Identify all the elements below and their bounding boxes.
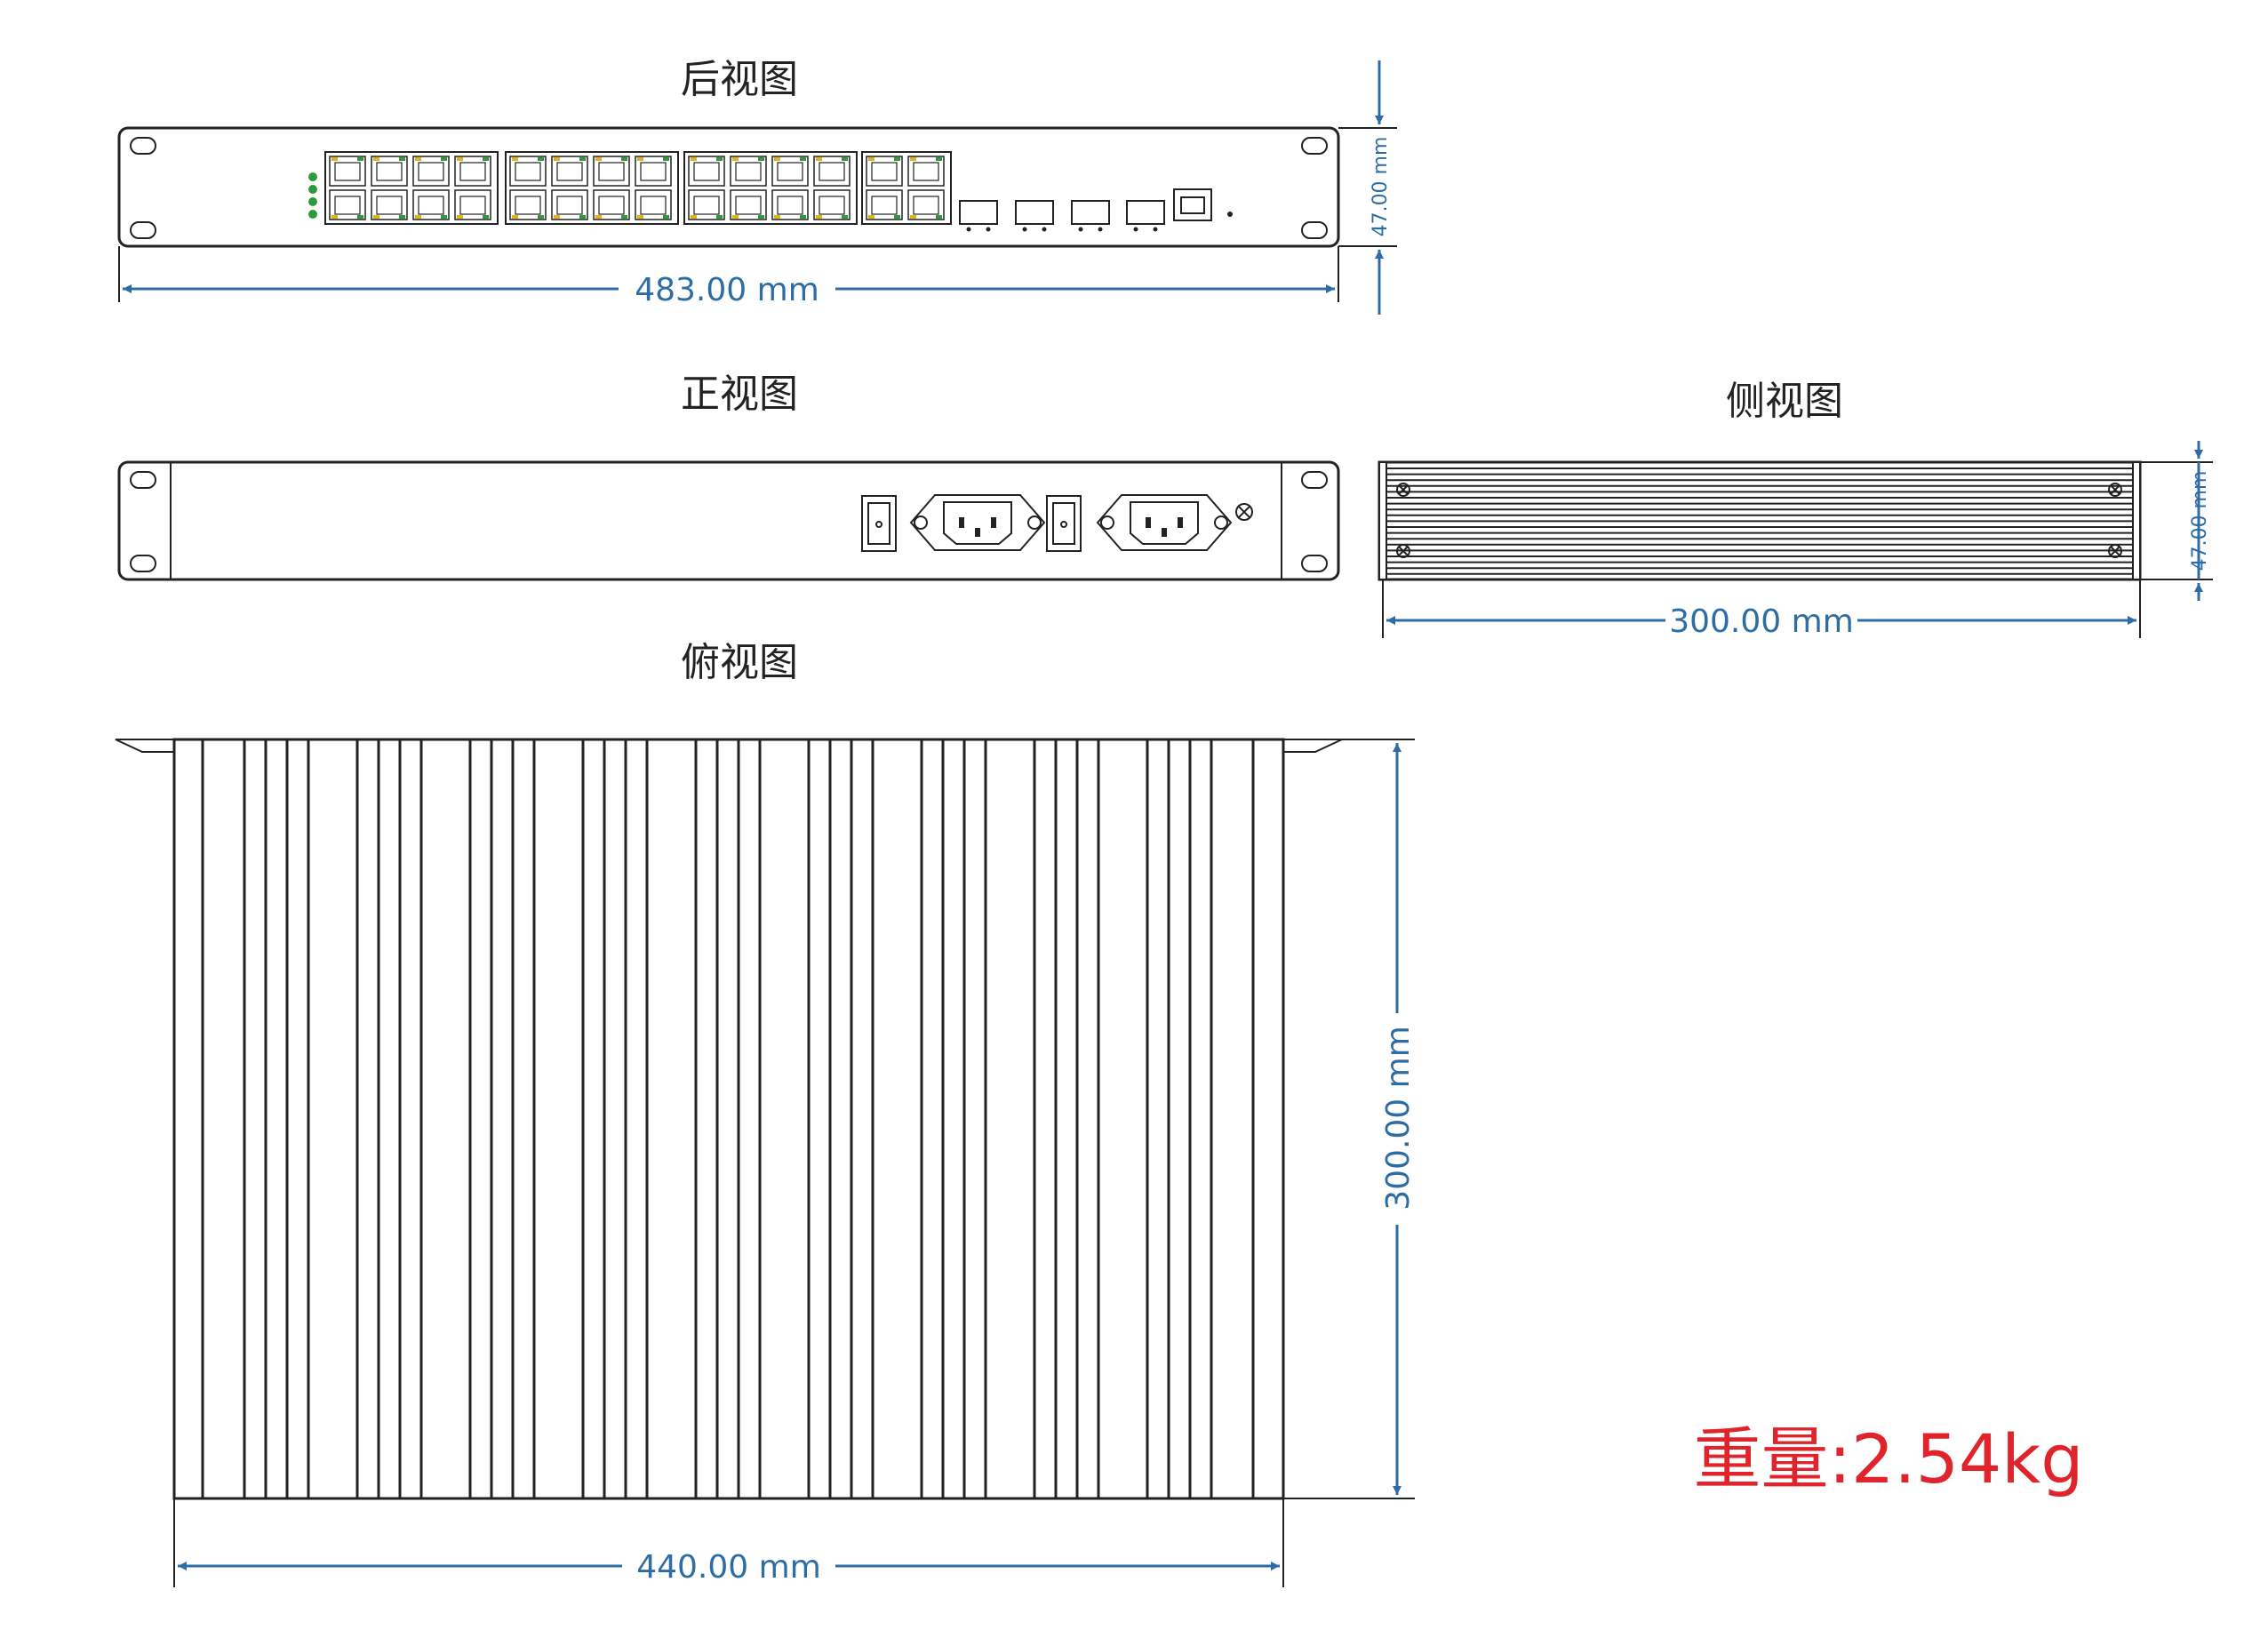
front-view-title: 正视图 bbox=[681, 372, 798, 417]
rj45-port bbox=[813, 156, 850, 187]
rj45-port bbox=[329, 189, 366, 220]
rj45-port bbox=[509, 156, 547, 187]
ground-screw-icon bbox=[1235, 503, 1253, 521]
rack-hole bbox=[1301, 555, 1328, 572]
rj45-port bbox=[454, 156, 491, 187]
status-led bbox=[308, 172, 317, 181]
top-view: 俯视图 440.00 mm 300.00 mm bbox=[115, 640, 1417, 1587]
sfp-port bbox=[1015, 200, 1054, 232]
rj45-port bbox=[454, 189, 491, 220]
status-led bbox=[308, 185, 317, 194]
rj45-port bbox=[412, 156, 450, 187]
status-led bbox=[308, 210, 317, 219]
power-switch bbox=[861, 495, 897, 552]
rack-hole bbox=[1301, 471, 1328, 489]
screw-icon bbox=[1396, 483, 1410, 497]
console-port bbox=[1173, 188, 1212, 221]
status-leds bbox=[308, 172, 317, 219]
rack-hole bbox=[1301, 221, 1328, 239]
rj45-port bbox=[730, 189, 767, 220]
port-bank bbox=[683, 151, 858, 225]
rj45-port-banks bbox=[324, 151, 952, 225]
rj45-port bbox=[688, 189, 725, 220]
ac-power-inlet bbox=[909, 494, 1046, 551]
status-led bbox=[308, 197, 317, 206]
rack-ear bbox=[115, 739, 175, 753]
rj45-port bbox=[635, 156, 672, 187]
heat-sink-fins bbox=[1386, 467, 2133, 575]
rj45-port bbox=[371, 189, 408, 220]
rack-hole bbox=[130, 555, 156, 572]
rj45-port bbox=[551, 156, 588, 187]
rear-width-label: 483.00 mm bbox=[635, 272, 819, 308]
rj45-port bbox=[688, 156, 725, 187]
top-chassis bbox=[172, 738, 1285, 1500]
sfp-port bbox=[1071, 200, 1110, 232]
sfp-port bbox=[959, 200, 998, 232]
screw-icon bbox=[1396, 544, 1410, 558]
ac-power-inlet bbox=[1096, 494, 1233, 551]
rj45-port bbox=[551, 189, 588, 220]
rack-hole bbox=[130, 221, 156, 239]
top-depth-label: 300.00 mm bbox=[1380, 1026, 1417, 1211]
rj45-port bbox=[813, 189, 850, 220]
port-bank bbox=[861, 151, 952, 225]
front-panel bbox=[117, 460, 1340, 581]
power-switch bbox=[1046, 495, 1082, 552]
rj45-port bbox=[593, 189, 630, 220]
screw-icon bbox=[2108, 483, 2122, 497]
rack-hole bbox=[130, 137, 156, 155]
rj45-port bbox=[635, 189, 672, 220]
rj45-port bbox=[771, 189, 809, 220]
console-port-inner bbox=[1180, 196, 1205, 214]
port-bank bbox=[324, 151, 499, 225]
side-view-title: 侧视图 bbox=[1726, 379, 1843, 424]
top-width-label: 440.00 mm bbox=[636, 1549, 821, 1586]
top-view-title: 俯视图 bbox=[681, 640, 798, 685]
rack-hole bbox=[1301, 137, 1328, 155]
rack-ear bbox=[1282, 739, 1343, 753]
rj45-port bbox=[907, 189, 945, 220]
rj45-port bbox=[730, 156, 767, 187]
side-view: 侧视图 300.00 mm 47.00 mm bbox=[1378, 379, 2213, 640]
front-view: 正视图 bbox=[117, 372, 1340, 581]
rear-view: 后视图 483.00 mm 47.00 mm bbox=[117, 57, 1397, 315]
screw-icon bbox=[2108, 544, 2122, 558]
heat-sink-fins bbox=[201, 739, 1255, 1498]
rj45-port bbox=[771, 156, 809, 187]
side-height-label: 47.00 mm bbox=[2189, 471, 2211, 571]
sfp-ports bbox=[959, 200, 1165, 232]
side-width-label: 300.00 mm bbox=[1669, 603, 1854, 640]
rj45-port bbox=[907, 156, 945, 187]
reset-dot bbox=[1227, 212, 1233, 217]
port-bank bbox=[505, 151, 679, 225]
rj45-port bbox=[593, 156, 630, 187]
rj45-port bbox=[412, 189, 450, 220]
rj45-port bbox=[866, 189, 903, 220]
sfp-port bbox=[1126, 200, 1165, 232]
weight-label: 重量:2.54kg bbox=[1693, 1419, 2083, 1498]
rj45-port bbox=[866, 156, 903, 187]
rj45-port bbox=[509, 189, 547, 220]
side-flange bbox=[2132, 461, 2141, 580]
rack-hole bbox=[130, 471, 156, 489]
rear-height-label: 47.00 mm bbox=[1370, 137, 1392, 237]
side-flange bbox=[1378, 461, 1387, 580]
rj45-port bbox=[371, 156, 408, 187]
rear-view-title: 后视图 bbox=[681, 57, 798, 102]
rj45-port bbox=[329, 156, 366, 187]
